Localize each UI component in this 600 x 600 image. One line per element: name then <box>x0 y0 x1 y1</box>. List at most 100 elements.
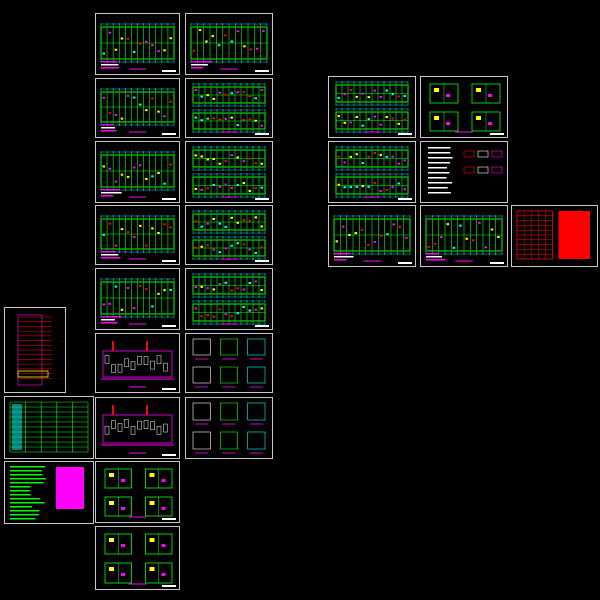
drawing-sheet-a-07[interactable] <box>95 397 180 459</box>
fixture-mark <box>161 544 166 547</box>
fixture-mark <box>224 313 227 316</box>
fixture-mark <box>488 122 492 125</box>
drawing-sheet-a-18[interactable] <box>4 396 94 459</box>
drawing-sheet-a-02[interactable] <box>95 78 180 138</box>
level-marker <box>112 341 114 351</box>
fixture-mark <box>446 122 450 125</box>
fixture-mark <box>224 93 227 96</box>
drawing-sheet-a-03[interactable] <box>95 141 180 203</box>
drawing-sheet-a-06[interactable] <box>95 333 180 393</box>
drawing-sheet-a-09[interactable] <box>95 526 180 590</box>
fixture-mark <box>218 162 221 165</box>
drawing-sheet-a-13[interactable] <box>185 205 273 265</box>
fixture-mark <box>254 187 257 190</box>
title-block <box>398 198 412 200</box>
fixture-mark <box>385 115 388 118</box>
drawing-sheet-a-16[interactable] <box>185 397 273 459</box>
fixture-mark <box>385 155 388 158</box>
sheet-border <box>95 461 180 523</box>
note-text-line <box>10 514 39 516</box>
detail-box <box>220 366 238 384</box>
fixture-mark <box>348 234 351 237</box>
notes-magenta-block <box>56 467 84 509</box>
note-line <box>101 251 116 253</box>
fixture-mark <box>212 158 215 161</box>
title-block <box>162 70 176 72</box>
fixture-mark <box>108 302 112 305</box>
drawing-sheet-a-17[interactable] <box>4 307 66 393</box>
fixture-mark <box>109 538 114 542</box>
fixture-mark <box>161 507 166 510</box>
drawing-sheet-b-06[interactable] <box>420 205 508 267</box>
fixture-mark <box>149 473 155 477</box>
fixture-mark <box>254 162 257 165</box>
fixture-mark <box>248 157 251 160</box>
drawing-sheet-a-11[interactable] <box>185 78 273 138</box>
fixture-mark <box>206 244 209 247</box>
fixture-mark <box>132 50 136 53</box>
fixture-mark <box>379 153 382 156</box>
drawing-sheet-a-12[interactable] <box>185 141 273 203</box>
fixture-mark <box>373 115 376 118</box>
detail-box <box>220 338 238 356</box>
fixture-mark <box>397 95 400 98</box>
drawing-sheet-a-14[interactable] <box>185 268 273 330</box>
detail-box <box>192 402 211 421</box>
drawing-sheet-b-01[interactable] <box>328 76 416 138</box>
fixture-mark <box>139 224 142 227</box>
note-text-line <box>10 482 44 484</box>
fixture-mark <box>108 112 112 115</box>
fixture-mark <box>490 228 494 231</box>
drawing-sheet-a-15[interactable] <box>185 333 273 393</box>
drawing-sheet-b-07[interactable] <box>511 205 598 267</box>
fixture-mark <box>497 235 500 238</box>
fixture-mark <box>139 103 142 106</box>
drawing-sheet-a-10[interactable] <box>185 13 273 75</box>
sheet-border <box>420 76 508 138</box>
window-mark <box>124 358 129 368</box>
fixture-mark <box>169 163 172 166</box>
drawing-sheet-b-02[interactable] <box>420 76 508 138</box>
drawing-sheet-a-04[interactable] <box>95 205 180 265</box>
fixture-mark <box>132 236 136 239</box>
note-line <box>426 256 443 258</box>
fixture-mark <box>126 231 130 234</box>
drawing-sheet-a-19[interactable] <box>4 461 94 524</box>
fixture-mark <box>126 175 130 178</box>
drawing-sheet-b-03[interactable] <box>328 141 416 203</box>
legend-symbol <box>463 150 475 158</box>
window-mark <box>104 425 110 435</box>
fixture-mark <box>163 49 166 52</box>
fixture-mark <box>367 185 370 188</box>
note-line <box>101 319 115 321</box>
fixture-mark <box>337 183 340 186</box>
note-line <box>101 322 118 324</box>
fixture-mark <box>102 52 105 55</box>
drawing-sheet-a-05[interactable] <box>95 268 180 330</box>
fixture-mark <box>230 186 233 189</box>
drawing-sheet-b-05[interactable] <box>328 205 416 267</box>
fixture-mark <box>194 89 197 92</box>
drawing-sheet-a-01[interactable] <box>95 13 180 75</box>
drawing-sheet-a-08[interactable] <box>95 461 180 523</box>
window-mark <box>130 361 136 370</box>
fixture-mark <box>149 567 155 571</box>
fixture-mark <box>349 89 352 92</box>
fixture-mark <box>260 162 263 165</box>
note-text-line <box>10 474 43 476</box>
fixture-mark <box>126 286 130 289</box>
fixture-mark <box>157 50 160 53</box>
note-text-line <box>10 490 30 492</box>
title-block <box>162 585 176 587</box>
fixture-mark <box>230 154 233 157</box>
fixture-mark <box>114 48 118 51</box>
fixture-mark <box>120 228 124 231</box>
title-block <box>255 70 269 72</box>
fixture-mark <box>194 286 197 289</box>
fixture-mark <box>218 222 221 225</box>
fixture-mark <box>403 159 406 162</box>
fixture-mark <box>254 308 257 311</box>
title-block <box>398 262 412 264</box>
drawing-sheet-b-04[interactable] <box>420 141 508 203</box>
note-line <box>334 259 347 261</box>
